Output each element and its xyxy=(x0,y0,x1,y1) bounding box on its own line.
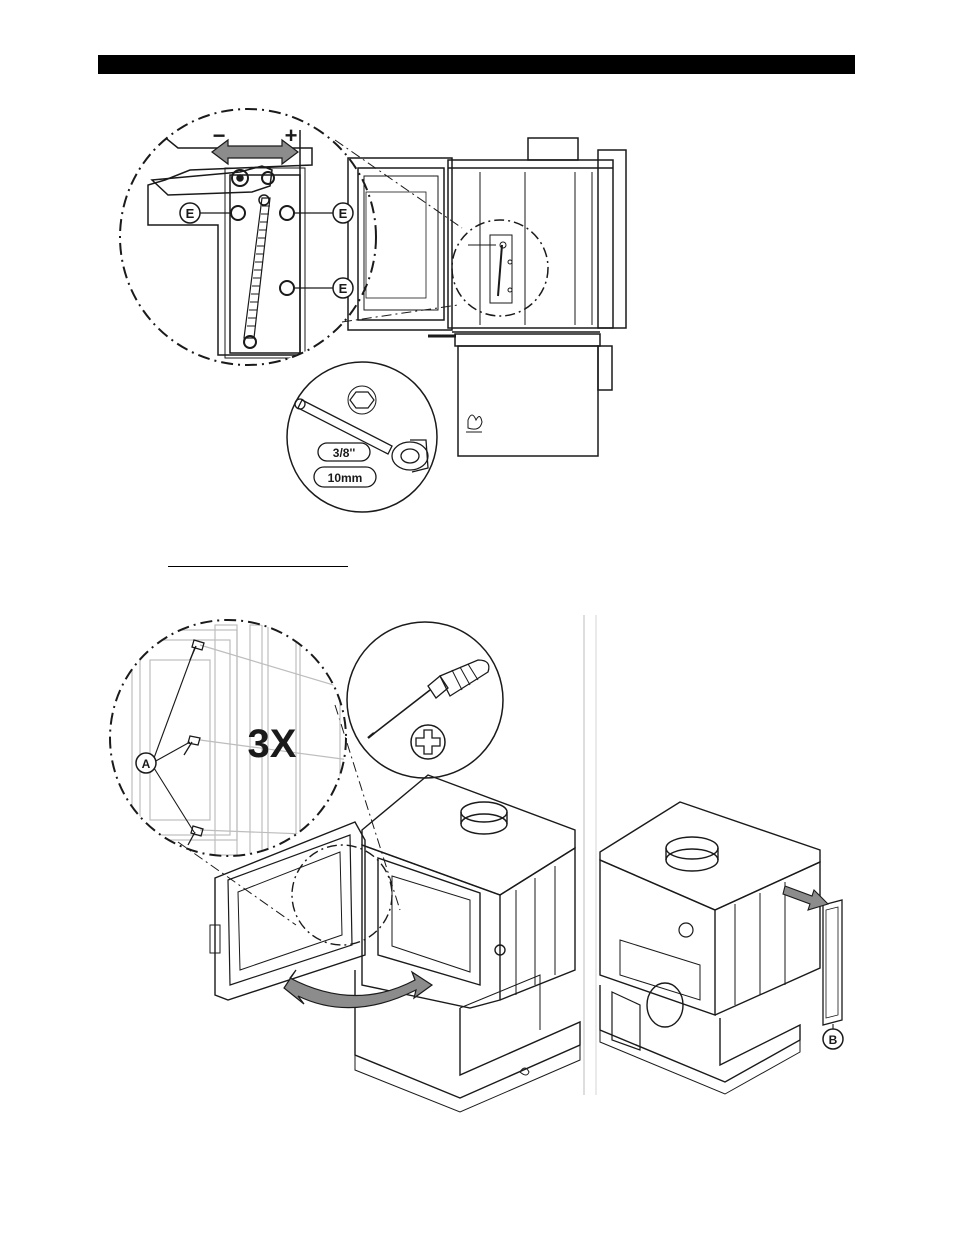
stove-front-view xyxy=(347,137,627,457)
detail-circle-door xyxy=(291,844,393,946)
svg-text:B: B xyxy=(829,1033,838,1047)
magnified-latch-detail xyxy=(119,108,377,366)
adjust-double-arrow-icon xyxy=(211,138,299,166)
svg-text:E: E xyxy=(339,281,348,296)
stove-open-door xyxy=(209,774,581,1113)
section-heading-underline xyxy=(168,566,348,567)
svg-text:E: E xyxy=(339,206,348,221)
svg-text:3/8'': 3/8'' xyxy=(333,446,356,460)
socket-wrench-icon xyxy=(294,385,429,473)
callout-e-right-lower: E xyxy=(332,277,354,299)
svg-text:A: A xyxy=(142,757,151,771)
hex-bolt-icon xyxy=(349,391,375,409)
phillips-screw-head-icon xyxy=(410,724,446,760)
magnified-hinge-detail xyxy=(109,619,347,857)
figure-door-adjustment xyxy=(119,108,627,513)
callout-e-left: E xyxy=(179,202,201,224)
screw-e-2 xyxy=(279,205,295,221)
small-latch-detail xyxy=(468,234,513,304)
tool-size-imperial-badge: 3/8'' xyxy=(317,442,371,462)
minus-sign: − xyxy=(213,123,226,148)
screw-e-3 xyxy=(279,280,295,296)
door-screws xyxy=(183,639,205,846)
callout-a: A xyxy=(135,752,157,774)
section-header-bar xyxy=(98,55,855,74)
callout-b: B xyxy=(822,1028,844,1050)
figure-door-removal xyxy=(109,619,843,1113)
callout-e-right-upper: E xyxy=(332,202,354,224)
tool-size-metric-badge: 10mm xyxy=(313,466,377,488)
plus-sign: + xyxy=(285,123,298,148)
swing-door-arrow-icon xyxy=(283,969,434,1009)
detail-circle-small xyxy=(451,219,549,317)
wrench-detail-circle xyxy=(286,361,438,513)
svg-text:E: E xyxy=(186,206,195,221)
detail-circle-hinge xyxy=(109,619,347,857)
screwdriver-icon xyxy=(367,659,490,739)
detail-circle-large xyxy=(119,108,377,366)
remove-panel-arrow-icon xyxy=(782,885,830,911)
stove-rear-view xyxy=(599,801,843,1095)
screwdriver-detail-circle xyxy=(346,621,504,779)
multiplier-label: 3X xyxy=(248,722,297,766)
svg-text:10mm: 10mm xyxy=(328,471,363,485)
screw-e-1 xyxy=(230,205,246,221)
